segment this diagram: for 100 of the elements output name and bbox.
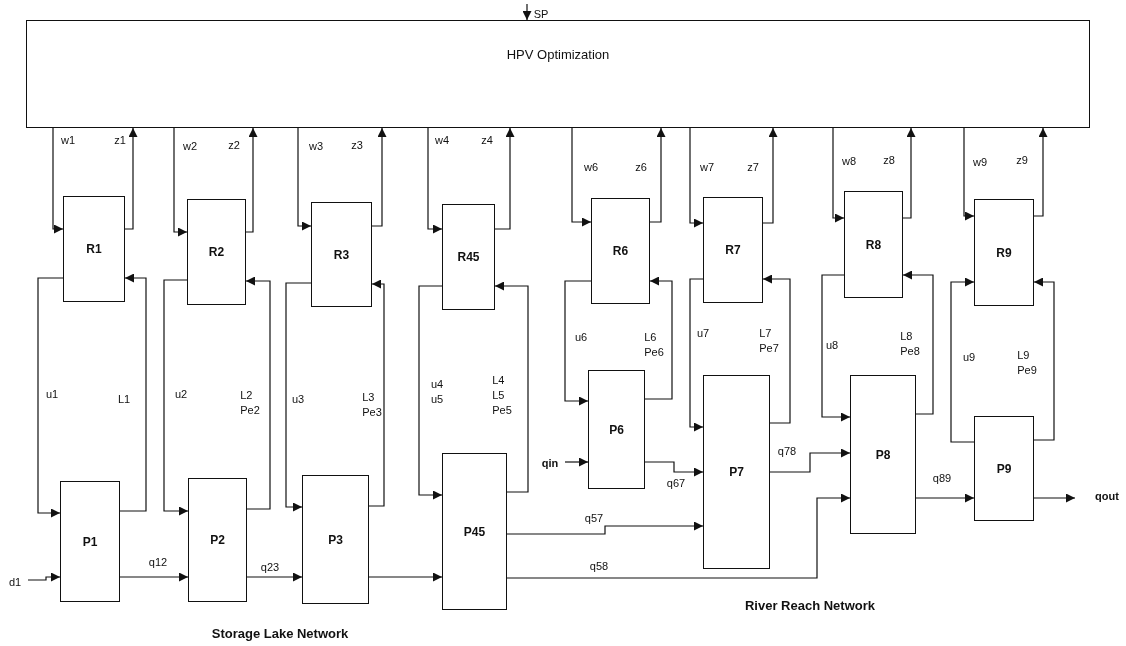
node-label: R7 xyxy=(725,242,741,259)
arrow xyxy=(506,521,704,535)
arrow xyxy=(902,270,934,415)
edge-label: L6 Pe6 xyxy=(644,330,664,360)
block-box xyxy=(187,199,246,305)
block-box xyxy=(974,416,1034,521)
node-label: P2 xyxy=(210,532,225,549)
arrow xyxy=(902,127,916,219)
arrow xyxy=(1033,127,1048,217)
node-label: P8 xyxy=(875,446,891,464)
edge-label: u4 u5 xyxy=(430,377,444,407)
arrow xyxy=(769,448,851,473)
edge-label: q12 xyxy=(148,554,168,570)
arrow xyxy=(27,572,61,582)
edge-label: u7 xyxy=(696,325,710,341)
edge-label: z7 xyxy=(747,159,759,175)
arrow xyxy=(173,127,188,237)
arrow xyxy=(494,127,515,230)
node-label: R3 xyxy=(333,246,350,264)
edge-label: w2 xyxy=(182,138,198,154)
arrow xyxy=(1033,277,1055,441)
edge-label: w1 xyxy=(60,132,76,148)
node-label: R8 xyxy=(865,236,882,254)
block-box xyxy=(442,453,507,610)
arrow xyxy=(950,277,975,443)
edge-label: u8 xyxy=(825,337,839,353)
node-label: R45 xyxy=(457,249,480,266)
block-box xyxy=(302,475,369,604)
edge-label: u9 xyxy=(962,349,976,365)
edge-label: q58 xyxy=(589,558,609,574)
edge-label: qout xyxy=(1095,488,1119,504)
edge-label: w4 xyxy=(434,132,450,148)
edge-label: z9 xyxy=(1016,152,1028,168)
edge-label: L8 Pe8 xyxy=(900,329,920,359)
arrow xyxy=(297,127,312,231)
arrow xyxy=(124,127,138,230)
arrow xyxy=(427,127,443,234)
arrow xyxy=(368,279,385,507)
block-box xyxy=(703,197,763,303)
node-label: R1 xyxy=(86,241,102,258)
arrow xyxy=(832,127,845,223)
block-box xyxy=(588,370,645,489)
edge-label: z3 xyxy=(351,137,363,153)
block-box xyxy=(974,199,1034,306)
arrow xyxy=(649,127,666,223)
arrow xyxy=(37,277,64,518)
network-caption: River Reach Network xyxy=(744,597,876,616)
node-label: P6 xyxy=(609,421,624,439)
edge-label: L4 L5 Pe5 xyxy=(492,372,512,418)
arrow xyxy=(371,127,387,227)
node-label: P7 xyxy=(729,464,744,481)
arrow xyxy=(915,493,975,503)
node-label: R6 xyxy=(612,243,629,260)
optimization-box xyxy=(26,20,1090,128)
arrow xyxy=(119,572,189,582)
arrow xyxy=(52,127,64,234)
edge-label: u6 xyxy=(574,329,588,345)
edge-label: u2 xyxy=(174,386,188,402)
edge-label: q78 xyxy=(777,443,797,459)
block-box xyxy=(850,375,916,534)
edge-label: d1 xyxy=(8,574,22,590)
network-caption: Storage Lake Network xyxy=(211,625,349,644)
arrow xyxy=(571,127,592,227)
block-box xyxy=(703,375,770,569)
edge-label: w6 xyxy=(583,159,599,175)
arrow xyxy=(418,285,443,500)
block-box xyxy=(188,478,247,602)
edge-label: u1 xyxy=(45,386,59,402)
block-box xyxy=(442,204,495,310)
arrow xyxy=(689,278,704,432)
arrow xyxy=(689,127,704,228)
arrow xyxy=(963,127,975,221)
edge-label: w8 xyxy=(841,153,857,169)
block-box xyxy=(844,191,903,298)
node-label: P9 xyxy=(996,460,1012,478)
node-label: P1 xyxy=(82,533,98,551)
edge-label: u3 xyxy=(291,391,305,407)
edge-label: L9 Pe9 xyxy=(1017,348,1037,378)
block-box xyxy=(60,481,120,602)
edge-label: q23 xyxy=(260,559,280,575)
edge-label: z8 xyxy=(883,152,895,168)
arrow xyxy=(245,127,258,233)
edge-label: q57 xyxy=(584,510,604,526)
edge-label: w3 xyxy=(308,138,324,154)
edge-label: SP xyxy=(533,6,549,22)
arrow xyxy=(762,127,778,224)
block-box xyxy=(311,202,372,307)
edge-label: w7 xyxy=(699,159,715,175)
arrow xyxy=(644,276,673,400)
arrow xyxy=(644,461,704,477)
arrow xyxy=(821,274,851,422)
arrow xyxy=(246,572,303,582)
arrow xyxy=(245,276,271,510)
arrow xyxy=(762,274,791,424)
block-box xyxy=(63,196,125,302)
edge-label: z6 xyxy=(635,159,647,175)
edge-label: z1 xyxy=(114,132,126,148)
arrow xyxy=(564,280,592,406)
arrow xyxy=(522,3,532,21)
arrow xyxy=(119,273,147,512)
